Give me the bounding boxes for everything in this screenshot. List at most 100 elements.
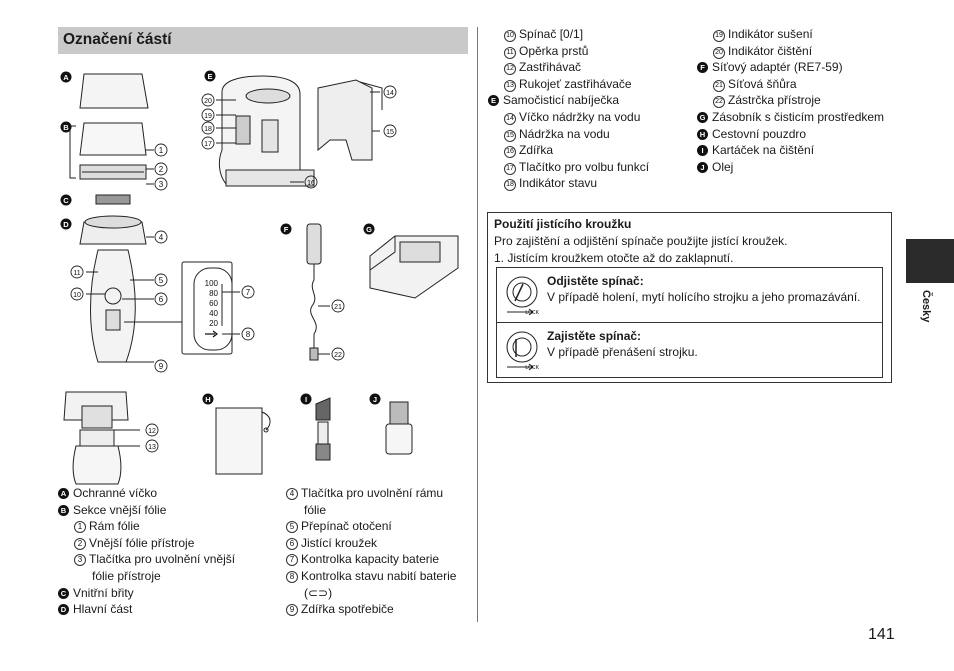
number-14-icon: 14 xyxy=(504,112,516,125)
list-item-continuation: (⊂⊃) xyxy=(304,585,333,600)
callout-10: 10 xyxy=(73,292,81,299)
lock-ring-info-box: Použití jistícího kroužku Pro zajištění … xyxy=(487,212,892,383)
callout-5: 5 xyxy=(159,276,164,285)
gauge-value-60: 60 xyxy=(209,299,218,308)
callout-22: 22 xyxy=(334,352,342,359)
badge-i-icon: I xyxy=(697,145,708,157)
language-tab-marker xyxy=(906,239,954,283)
callout-17: 17 xyxy=(204,141,212,148)
number-12-icon: 12 xyxy=(504,63,516,76)
gauge-value-40: 40 xyxy=(209,309,218,318)
unlock-description: V případě holení, mytí holícího strojku … xyxy=(547,290,861,304)
callout-20: 20 xyxy=(204,98,212,105)
callout-11: 11 xyxy=(73,270,80,277)
badge-f-icon: F xyxy=(697,62,708,74)
number-5-icon: 5 xyxy=(286,521,298,534)
number-2-icon: 2 xyxy=(74,537,86,550)
number-20-icon: 20 xyxy=(713,46,725,59)
number-15-icon: 15 xyxy=(504,129,516,142)
badge-e-icon: E xyxy=(488,95,499,107)
badge-j-icon: J xyxy=(697,161,708,173)
callout-19: 19 xyxy=(204,113,212,120)
callout-7: 7 xyxy=(246,288,251,297)
callout-14: 14 xyxy=(386,90,394,97)
number-6-icon: 6 xyxy=(286,537,298,550)
lock-box-intro: Pro zajištění a odjištění spínače použij… xyxy=(494,234,788,248)
parts-illustration: A B C D E F G H I J 1 2 3 4 5 6 7 8 9 10… xyxy=(60,70,459,485)
number-22-icon: 22 xyxy=(713,96,725,109)
callout-15: 15 xyxy=(386,129,394,136)
figure-label-i: I xyxy=(305,395,307,404)
gauge-value-20: 20 xyxy=(209,319,218,328)
callout-2: 2 xyxy=(159,165,164,174)
figure-label-e: E xyxy=(207,72,212,81)
figure-label-j: J xyxy=(373,395,377,404)
number-10-icon: 10 xyxy=(504,30,516,42)
callout-9: 9 xyxy=(159,362,164,371)
number-16-icon: 16 xyxy=(504,146,516,159)
number-11-icon: 11 xyxy=(504,46,516,59)
gauge-value-80: 80 xyxy=(209,289,218,298)
callout-12: 12 xyxy=(148,428,156,435)
list-item-continuation: fólie xyxy=(304,502,327,517)
badge-d-icon: D xyxy=(58,604,69,616)
lock-box-header: Použití jistícího kroužku xyxy=(494,217,632,231)
page-title: Označení částí xyxy=(63,31,172,48)
badge-c-icon: C xyxy=(58,587,69,599)
figure-label-b: B xyxy=(63,123,69,132)
number-18-icon: 18 xyxy=(504,179,516,192)
callout-6: 6 xyxy=(159,295,164,304)
badge-a-icon: A xyxy=(58,488,69,499)
badge-g-icon: G xyxy=(697,111,708,123)
number-9-icon: 9 xyxy=(286,604,298,617)
list-item-continuation: fólie přístroje xyxy=(92,568,161,583)
figure-label-c: C xyxy=(63,196,69,205)
callout-21: 21 xyxy=(334,304,342,311)
language-label: Česky xyxy=(920,290,932,323)
page-number: 141 xyxy=(868,626,895,643)
unlock-panel: LOCK Odjistěte spínač: V případě holení,… xyxy=(496,267,883,323)
number-8-icon: 8 xyxy=(286,570,298,583)
number-1-icon: 1 xyxy=(74,521,86,534)
unlock-lock-label: LOCK xyxy=(525,310,539,316)
gauge-value-100: 100 xyxy=(205,279,219,288)
unlock-ring-icon: LOCK xyxy=(506,276,540,316)
lock-lock-label: LOCK xyxy=(525,365,539,371)
number-4-icon: 4 xyxy=(286,488,298,500)
lock-description: V případě přenášení strojku. xyxy=(547,345,698,359)
figure-label-d: D xyxy=(63,220,69,229)
figure-label-a: A xyxy=(63,73,69,82)
